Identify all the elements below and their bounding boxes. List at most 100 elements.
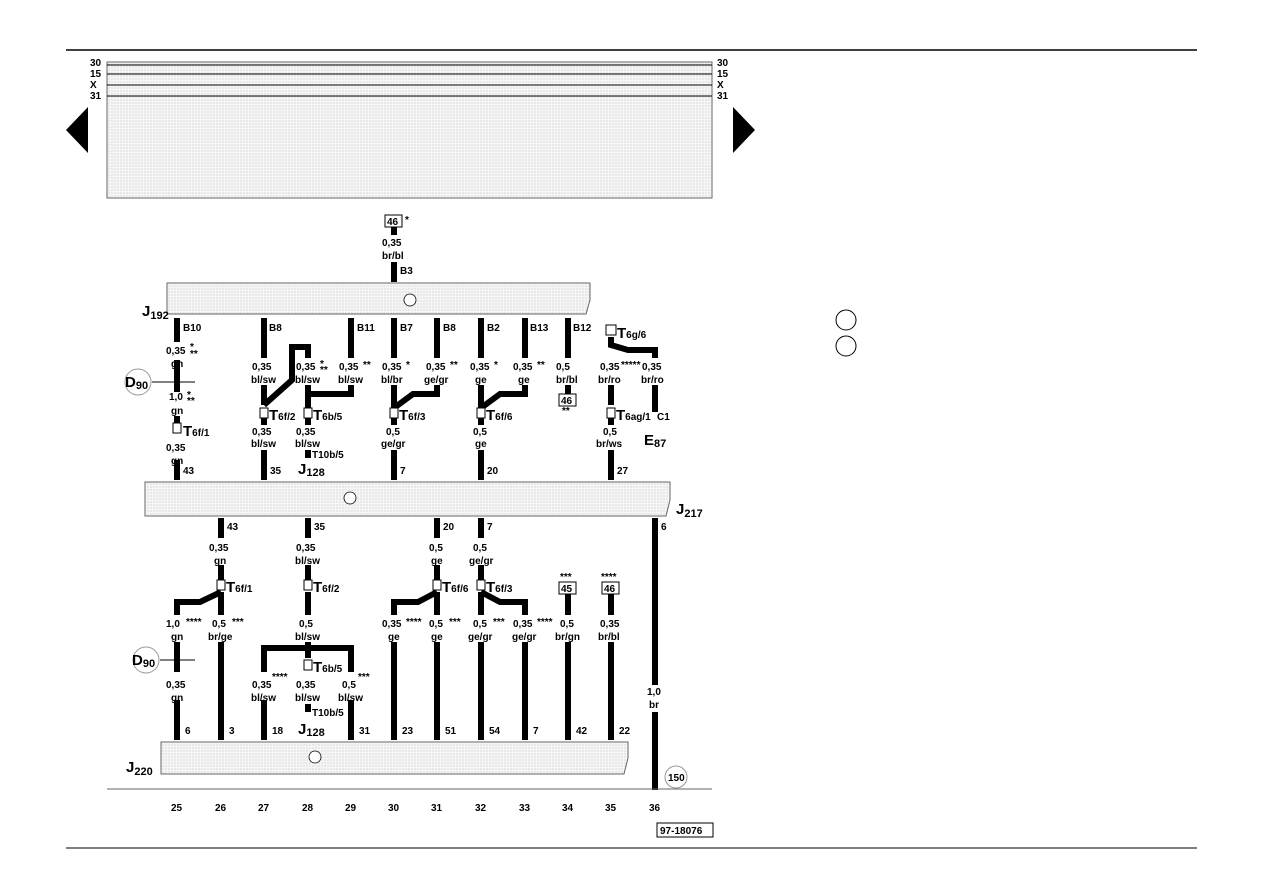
row-size-28: 0,5 bbox=[299, 619, 313, 630]
row-size-35: 0,35 bbox=[600, 619, 620, 630]
t6g6-connector-icon bbox=[605, 324, 617, 336]
ref-46-mid: 46 bbox=[604, 584, 616, 595]
column-30: 30 bbox=[388, 803, 400, 814]
column-27: 27 bbox=[258, 803, 270, 814]
d90-top-mark: * bbox=[187, 390, 191, 401]
t6b5-mid-label: T6b/5 bbox=[313, 659, 343, 676]
j220-pin-18: 18 bbox=[272, 726, 284, 737]
j192-pin-b8-left: B8 bbox=[269, 323, 282, 334]
t6g6-label: T6g/6 bbox=[617, 325, 647, 342]
mid-size-32: 0,5 bbox=[473, 543, 487, 554]
j220-pin-3: 3 bbox=[229, 726, 235, 737]
legend-circle-2 bbox=[835, 335, 857, 357]
top-color-30: bl/br bbox=[381, 375, 403, 386]
row-color-26: br/ge bbox=[208, 632, 233, 643]
d90-top-circle bbox=[124, 368, 152, 396]
j192-pin-b12: B12 bbox=[573, 323, 592, 334]
t6f3-mid-label: T6f/3 bbox=[486, 579, 513, 596]
row-mark-30: **** bbox=[406, 617, 422, 628]
rail-15-label-right: 15 bbox=[717, 69, 729, 80]
top-color-33: ge bbox=[518, 375, 530, 386]
ref-46-top-right-mark: ** bbox=[562, 406, 570, 417]
j217-bot-pin-35: 35 bbox=[314, 522, 326, 533]
t6f6-top-label: T6f/6 bbox=[486, 407, 513, 424]
rail-31-label-right: 31 bbox=[717, 91, 729, 102]
top-color-35: br/ro bbox=[598, 375, 621, 386]
j192-pin-b13: B13 bbox=[530, 323, 549, 334]
j192-pin-b10: B10 bbox=[183, 323, 202, 334]
row-color-35: br/bl bbox=[598, 632, 620, 643]
e87-label: E87 bbox=[644, 432, 666, 450]
row-size-25: 1,0 bbox=[166, 619, 180, 630]
row-color-32: ge/gr bbox=[468, 632, 493, 643]
ref-45-mark: *** bbox=[560, 572, 572, 583]
column-25: 25 bbox=[171, 803, 183, 814]
d90-top-color: gn bbox=[171, 406, 183, 417]
j128-mark-29: *** bbox=[358, 672, 370, 683]
j128-color-27: bl/sw bbox=[251, 693, 276, 704]
t10b5-bottom-label: T10b/5 bbox=[312, 708, 344, 719]
j128-mark-27: **** bbox=[272, 672, 288, 683]
top-color-34: br/bl bbox=[556, 375, 578, 386]
d90-top-label: D90 bbox=[125, 374, 148, 392]
top-size-30: 0,35 bbox=[382, 362, 402, 373]
row-color-30: ge bbox=[388, 632, 400, 643]
j192-ground-icon bbox=[403, 293, 417, 307]
mid-color-28: bl/sw bbox=[295, 556, 320, 567]
row-color-34: br/gn bbox=[555, 632, 580, 643]
drawing-number: 97-18076 bbox=[660, 826, 703, 837]
top-low-color-35: br/ws bbox=[596, 439, 623, 450]
wire-36-color: br bbox=[649, 700, 659, 711]
row-size-33: 0,35 bbox=[513, 619, 533, 630]
top-size-28-mark2: ** bbox=[320, 365, 328, 376]
j220-pin-31: 31 bbox=[359, 726, 371, 737]
top-size-gn-mark: * bbox=[190, 342, 194, 353]
t6f2-mid-label: T6f/2 bbox=[313, 579, 340, 596]
ref-46-top: 46 bbox=[387, 217, 399, 228]
column-33: 33 bbox=[519, 803, 531, 814]
wire-b3-size: 0,35 bbox=[382, 238, 402, 249]
j192-pin-b2: B2 bbox=[487, 323, 500, 334]
previous-page-arrow-icon[interactable] bbox=[66, 107, 88, 153]
j220-pin-54: 54 bbox=[489, 726, 501, 737]
top-color-36: br/ro bbox=[641, 375, 664, 386]
t6ag1-top-label: T6ag/1 bbox=[616, 407, 651, 424]
t6f6-mid-label: T6f/6 bbox=[442, 579, 469, 596]
top-color-28: bl/sw bbox=[295, 375, 320, 386]
j217-bot-pin-6: 6 bbox=[661, 522, 667, 533]
j217-label: J217 bbox=[676, 501, 703, 520]
ref-46-top-right: 46 bbox=[561, 396, 573, 407]
j217-bot-pin-20: 20 bbox=[443, 522, 455, 533]
j192-pin-b11: B11 bbox=[357, 323, 375, 334]
top-size-34: 0,5 bbox=[556, 362, 570, 373]
j192-pin-b8-right: B8 bbox=[443, 323, 456, 334]
top-low-color-32: ge bbox=[475, 439, 487, 450]
d90-bottom-circle bbox=[132, 646, 160, 674]
top-size-29-mark: ** bbox=[363, 360, 371, 371]
top-wire-group bbox=[174, 318, 658, 480]
pin-b3: B3 bbox=[400, 266, 413, 277]
legend-circle-1 bbox=[835, 309, 857, 331]
top-size-27: 0,35 bbox=[252, 362, 272, 373]
mid-color-32: ge/gr bbox=[469, 556, 494, 567]
j220-pin-51: 51 bbox=[445, 726, 457, 737]
ref-46-mid-mark: **** bbox=[601, 572, 617, 583]
top-size-35-mark: ***** bbox=[621, 360, 641, 371]
ref-45-box bbox=[558, 581, 577, 595]
top-size-31: 0,35 bbox=[426, 362, 446, 373]
mid-size-26: 0,35 bbox=[209, 543, 229, 554]
j220-pin-42: 42 bbox=[576, 726, 588, 737]
top-size-28-mark: * bbox=[320, 359, 324, 370]
d90-bottom-color: gn bbox=[171, 693, 183, 704]
top-low-size-35: 0,5 bbox=[603, 427, 617, 438]
next-page-arrow-icon[interactable] bbox=[733, 107, 755, 153]
top-size-gn-mark2: ** bbox=[190, 349, 198, 360]
row-color-25: gn bbox=[171, 632, 183, 643]
top-color-31: ge/gr bbox=[424, 375, 449, 386]
mid-size-28: 0,35 bbox=[296, 543, 316, 554]
column-36: 36 bbox=[649, 803, 661, 814]
t6f1-top-label: T6f/1 bbox=[183, 423, 210, 440]
j128-size-29: 0,5 bbox=[342, 680, 356, 691]
top-size-33: 0,35 bbox=[513, 362, 533, 373]
